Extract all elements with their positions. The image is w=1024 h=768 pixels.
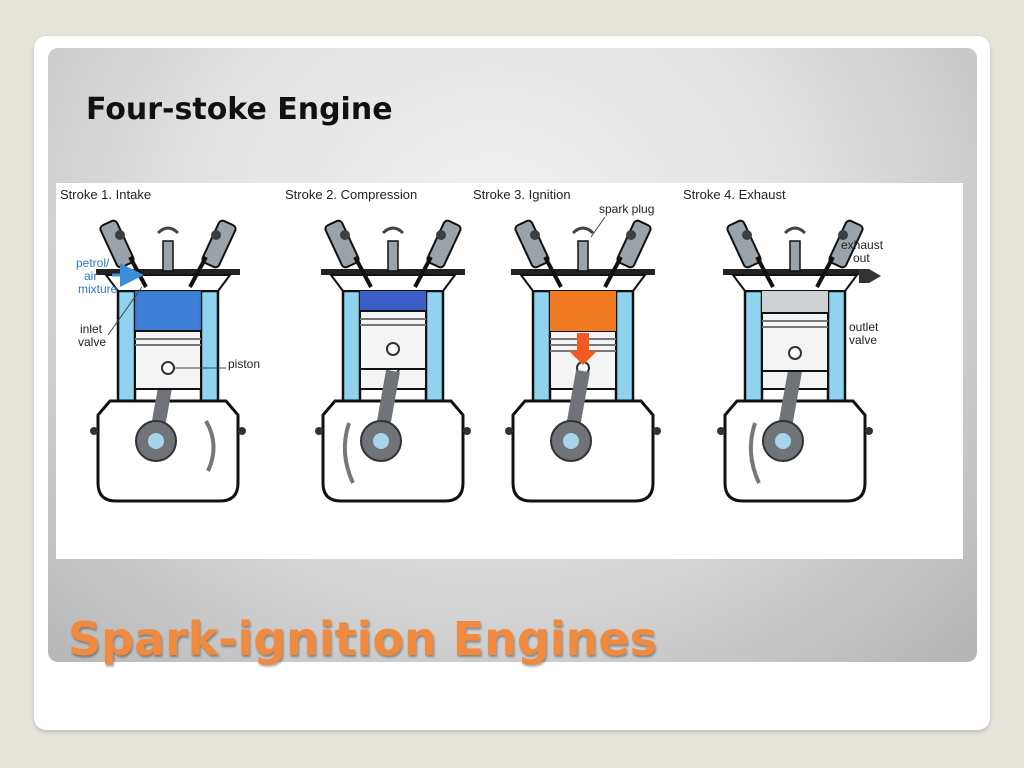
- exhaust-out-label-1: exhaust: [841, 238, 884, 252]
- spark-plug-label: spark plug: [599, 202, 654, 216]
- engine-diagram: Stroke 1. Intake petrol/ air mixture inl…: [56, 183, 963, 559]
- stroke-2-label: Stroke 2. Compression: [285, 187, 417, 202]
- piston-label: piston: [228, 357, 260, 371]
- stroke-3-label: Stroke 3. Ignition: [473, 187, 571, 202]
- inlet-valve-label-1: inlet: [80, 322, 103, 336]
- outlet-valve-label-1: outlet: [849, 320, 879, 334]
- stroke-1-label: Stroke 1. Intake: [60, 187, 151, 202]
- stroke-3-ignition: Stroke 3. Ignition spark plug: [473, 187, 661, 501]
- inlet-valve-label-2: valve: [78, 335, 106, 349]
- stroke-4-exhaust: Stroke 4. Exhaust exhaust out outlet val…: [683, 187, 884, 501]
- stroke-1-intake: Stroke 1. Intake petrol/ air mixture inl…: [60, 187, 260, 501]
- petrol-air-label-1: petrol/: [76, 256, 110, 270]
- slide-title: Spark-ignition Engines: [68, 612, 657, 666]
- stroke-4-label: Stroke 4. Exhaust: [683, 187, 786, 202]
- petrol-air-label-2: air: [84, 269, 97, 283]
- slide-heading: Four-stoke Engine: [86, 92, 393, 127]
- outlet-valve-label-2: valve: [849, 333, 877, 347]
- exhaust-out-label-2: out: [853, 251, 870, 265]
- stroke-2-compression: Stroke 2. Compression: [285, 187, 471, 501]
- petrol-air-label-3: mixture: [78, 282, 118, 296]
